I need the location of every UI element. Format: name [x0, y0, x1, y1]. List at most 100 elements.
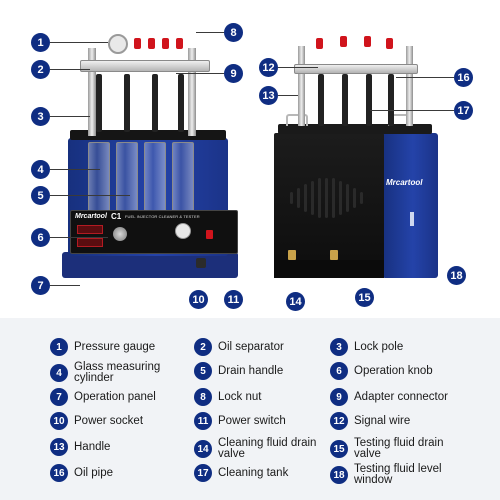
injector-1	[96, 74, 102, 132]
leader-1	[50, 42, 108, 43]
parts-legend: 1 Pressure gauge 2 Oil separator 3 Lock …	[0, 318, 500, 500]
rear-bottom-strip	[274, 260, 384, 278]
injector-4	[178, 74, 184, 132]
injector-3	[152, 74, 158, 132]
callout-8: 8	[224, 23, 243, 42]
front-machine: Mrcartool C1 FUEL INJECTOR CLEANER & TES…	[58, 30, 248, 280]
leader-9	[176, 73, 224, 74]
operation-knob[interactable]	[113, 227, 127, 241]
legend-label: Oil pipe	[74, 466, 113, 479]
rear-top-plate	[278, 124, 432, 134]
legend-number: 2	[194, 338, 212, 356]
callout-6: 6	[31, 228, 50, 247]
rear-injector-4	[388, 74, 394, 126]
legend-label: Power switch	[218, 414, 286, 427]
model-badge: C1	[111, 212, 122, 221]
legend-number: 15	[330, 440, 348, 458]
legend-label: Testing fluid drain valve	[354, 437, 444, 460]
legend-item-3: 3 Lock pole	[330, 338, 459, 356]
callout-10: 10	[189, 290, 208, 309]
legend-number: 1	[50, 338, 68, 356]
callout-12: 12	[259, 58, 278, 77]
leader-2	[50, 69, 90, 70]
front-top-plate	[70, 130, 226, 140]
lock-pole-left	[88, 48, 96, 136]
rear-pole-left	[298, 46, 305, 126]
legend-number: 4	[50, 364, 68, 382]
legend-item-7: 7 Operation panel	[50, 388, 179, 406]
legend-number: 9	[330, 388, 348, 406]
legend-label: Cleaning fluid drain valve	[218, 437, 317, 460]
front-base	[62, 252, 238, 278]
pressure-gauge	[108, 34, 128, 54]
panel-title: FUEL INJECTOR CLEANER & TESTER	[125, 214, 200, 219]
legend-number: 8	[194, 388, 212, 406]
signal-plug-1	[134, 38, 141, 49]
legend-number: 6	[330, 362, 348, 380]
leader-7	[50, 285, 80, 286]
signal-plug-2	[148, 38, 155, 49]
speaker-grill	[290, 178, 370, 218]
callout-1: 1	[31, 33, 50, 52]
power-socket	[196, 258, 206, 268]
brand-logo: Mrcartool	[75, 213, 107, 220]
callout-16: 16	[454, 68, 473, 87]
rear-injector-1	[318, 74, 324, 126]
leader-16	[396, 77, 454, 78]
legend-label: Operation knob	[354, 364, 433, 377]
cleaning-drain-valve[interactable]	[288, 250, 296, 260]
panel-gauge	[175, 223, 191, 239]
legend-label: Oil separator	[218, 340, 284, 353]
legend-label: Power socket	[74, 414, 144, 427]
legend-item-9: 9 Adapter connector	[330, 388, 459, 406]
legend-number: 12	[330, 412, 348, 430]
legend-number: 7	[50, 388, 68, 406]
level-window	[410, 212, 414, 226]
product-photo: Mrcartool C1 FUEL INJECTOR CLEANER & TES…	[31, 23, 473, 311]
legend-number: 16	[50, 464, 68, 482]
legend-number: 11	[194, 412, 212, 430]
callout-3: 3	[31, 107, 50, 126]
callout-7: 7	[31, 276, 50, 295]
testing-drain-valve[interactable]	[330, 250, 338, 260]
legend-label: Drain handle	[218, 364, 284, 377]
rear-pole-right	[406, 46, 413, 126]
leader-3	[50, 116, 90, 117]
legend-item-2: 2 Oil separator	[194, 338, 323, 356]
legend-label: Handle	[74, 440, 111, 453]
callout-5: 5	[31, 186, 50, 205]
rear-brand-logo: Mrcartool	[386, 178, 423, 187]
legend-item-18: 18 Testing fluid level window	[330, 463, 459, 486]
callout-15: 15	[355, 288, 374, 307]
power-switch[interactable]	[206, 230, 213, 239]
rear-handle-left	[286, 114, 308, 126]
rear-injector-2	[342, 74, 348, 126]
oil-separator-bar	[80, 60, 210, 72]
legend-item-11: 11 Power switch	[194, 412, 323, 430]
legend-number: 18	[330, 466, 348, 484]
callout-9: 9	[224, 64, 243, 83]
legend-item-10: 10 Power socket	[50, 412, 179, 430]
rear-plug-2	[340, 36, 347, 47]
legend-item-1: 1 Pressure gauge	[50, 338, 179, 356]
legend-number: 14	[194, 440, 212, 458]
signal-plug-4	[176, 38, 183, 49]
legend-number: 13	[50, 438, 68, 456]
legend-item-8: 8 Lock nut	[194, 388, 323, 406]
legend-label: Pressure gauge	[74, 340, 156, 353]
legend-item-14: 14 Cleaning fluid drain valve	[194, 437, 323, 460]
legend-item-4: 4 Glass measuring cylinder	[50, 361, 179, 384]
rear-injector-3	[366, 74, 372, 126]
callout-18: 18	[447, 266, 466, 285]
legend-number: 10	[50, 412, 68, 430]
rear-machine: Mrcartool	[270, 28, 440, 290]
legend-number: 17	[194, 464, 212, 482]
legend-item-13: 13 Handle	[50, 438, 179, 456]
legend-item-17: 17 Cleaning tank	[194, 464, 323, 482]
rear-plug-1	[316, 38, 323, 49]
display-1	[77, 225, 103, 234]
signal-plug-3	[162, 38, 169, 49]
legend-label: Glass measuring cylinder	[74, 361, 161, 384]
legend-label: Operation panel	[74, 390, 156, 403]
rear-plug-4	[386, 38, 393, 49]
